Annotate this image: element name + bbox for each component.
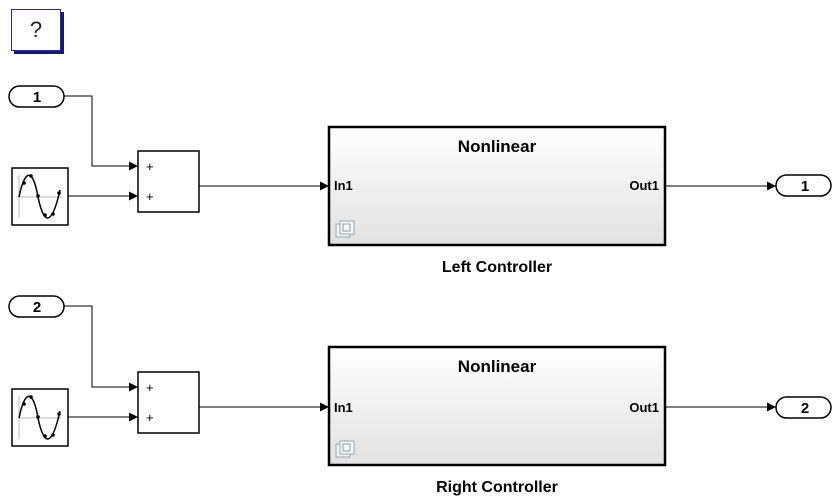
subsystem-out-port-label: Out1 bbox=[629, 400, 659, 415]
subsystem-caption: Left Controller bbox=[442, 259, 552, 276]
inport-block[interactable]: 2 bbox=[8, 295, 65, 318]
subsystem-block[interactable]: Nonlinear In1 Out1 bbox=[327, 345, 667, 467]
row-right-controller: 2 + + Nonlinear In1 Out1 bbox=[8, 295, 832, 496]
inport-number: 2 bbox=[33, 299, 41, 316]
sine-wave-source-block[interactable] bbox=[11, 167, 69, 226]
signal-lines bbox=[64, 305, 776, 422]
sum-sign-1: + bbox=[146, 159, 154, 174]
subsystem-title: Nonlinear bbox=[458, 357, 537, 376]
sum-block[interactable]: + + bbox=[137, 150, 200, 213]
sum-sign-2: + bbox=[146, 189, 154, 204]
subsystem-block[interactable]: Nonlinear In1 Out1 bbox=[327, 125, 667, 247]
subsystem-in-port-label: In1 bbox=[334, 400, 353, 415]
inport-block[interactable]: 1 bbox=[8, 85, 65, 108]
outport-number: 2 bbox=[801, 400, 809, 417]
subsystem-title: Nonlinear bbox=[458, 137, 537, 156]
help-button[interactable]: ? bbox=[11, 9, 61, 51]
row-left-controller: 1 + + Nonlinear In1 Out1 bbox=[8, 85, 832, 276]
subsystem-badge-icon bbox=[335, 220, 355, 238]
sine-wave-icon bbox=[18, 395, 62, 440]
sine-wave-icon bbox=[18, 174, 62, 219]
sum-block[interactable]: + + bbox=[137, 371, 200, 434]
subsystem-badge-icon bbox=[335, 440, 355, 458]
subsystem-out-port-label: Out1 bbox=[629, 178, 659, 193]
outport-number: 1 bbox=[801, 178, 809, 195]
outport-block[interactable]: 1 bbox=[775, 174, 832, 197]
inport-number: 1 bbox=[33, 89, 41, 106]
subsystem-caption: Right Controller bbox=[436, 479, 558, 496]
subsystem-in-port-label: In1 bbox=[334, 178, 353, 193]
sine-wave-source-block[interactable] bbox=[11, 388, 69, 447]
outport-block[interactable]: 2 bbox=[775, 396, 832, 419]
signal-lines bbox=[64, 95, 776, 201]
sum-sign-2: + bbox=[146, 410, 154, 425]
sum-sign-1: + bbox=[146, 380, 154, 395]
